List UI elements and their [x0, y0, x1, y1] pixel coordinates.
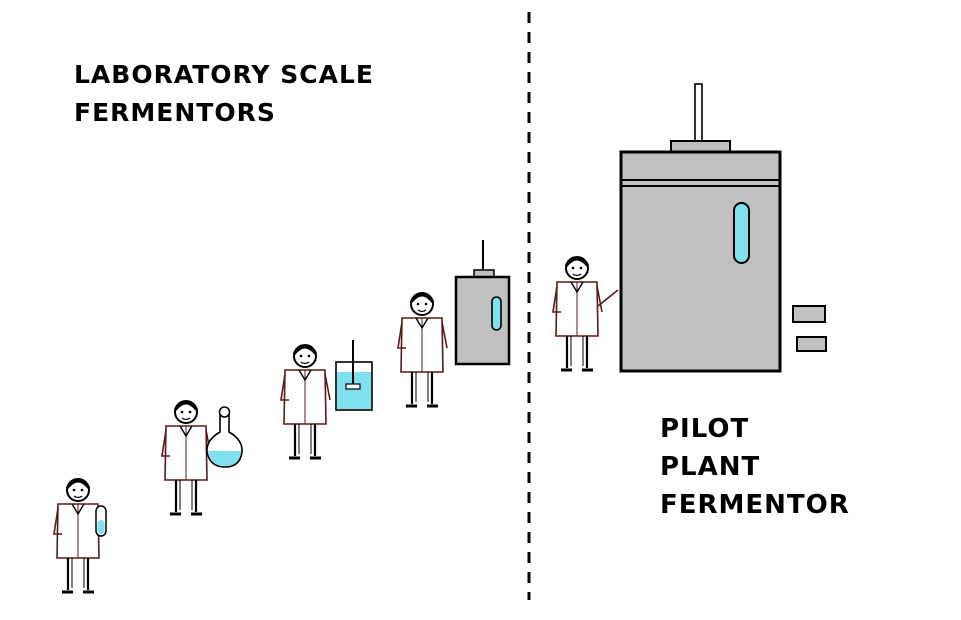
scientist-with-bench-fermentor — [396, 240, 511, 408]
round-bottom-flask-icon — [206, 406, 243, 468]
pilot-plant-fermentor-icon — [619, 83, 827, 373]
pilot-label-line-2: PLANT — [660, 452, 761, 482]
laboratory-scale-label: LABORATORY SCALE FERMENTORS — [74, 56, 374, 132]
pilot-label-line-3: FERMENTOR — [660, 490, 850, 520]
test-tube-icon — [95, 505, 107, 537]
laboratory-label-line-1: LABORATORY SCALE — [74, 60, 374, 89]
bench-fermentor-icon — [454, 240, 511, 366]
laboratory-label-line-2: FERMENTORS — [74, 98, 276, 127]
scientist-at-pilot-plant — [551, 255, 619, 372]
pilot-label-line-1: PILOT — [660, 414, 750, 444]
scientist-with-flask — [160, 399, 243, 516]
scientist-with-beaker — [279, 340, 373, 460]
scientist-with-test-tube — [52, 477, 107, 594]
pilot-plant-label: PILOT PLANT FERMENTOR — [660, 410, 850, 524]
stirred-beaker-icon — [335, 340, 373, 411]
